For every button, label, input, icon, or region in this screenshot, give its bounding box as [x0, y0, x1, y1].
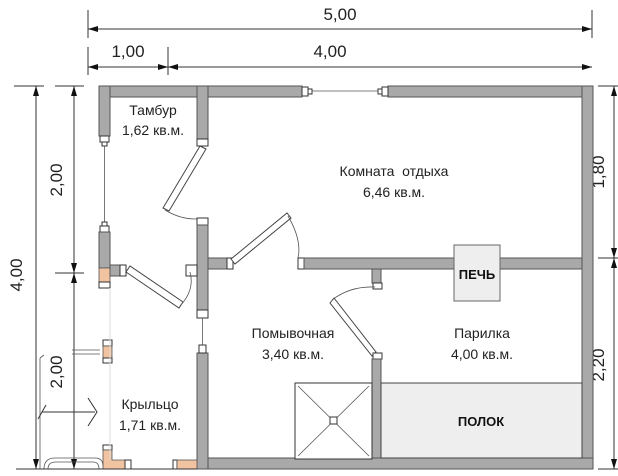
door-tambur-rest[interactable] — [162, 145, 207, 220]
wall-wash-steam-bottom — [371, 358, 382, 459]
wall-rest-wash-left — [207, 257, 228, 270]
room-area: 1,71 кв.м. — [119, 417, 181, 433]
wall-right — [581, 85, 594, 470]
room-name: Парилка — [454, 325, 510, 341]
window-left-tambur — [99, 135, 110, 233]
dimension-right-lower: 2,20 — [589, 258, 618, 470]
dim-label-left-lower: 2,00 — [47, 355, 66, 388]
room-area: 4,00 кв.м. — [451, 346, 513, 362]
porch-post-bottom-right — [172, 459, 198, 470]
wall-stub — [109, 264, 121, 277]
post — [98, 267, 111, 283]
dim-label-right-upper: 1,80 — [589, 155, 608, 188]
wall-rest-wash-right — [303, 257, 455, 270]
dimension-top-right: 4,00 — [168, 42, 592, 70]
wall-left-tambur-bottom — [98, 231, 111, 269]
room-name: Комната отдыха — [340, 163, 449, 179]
dim-label-top-right: 4,00 — [313, 42, 346, 61]
porch-post-bottom-left — [102, 444, 132, 470]
door-tambur-porch[interactable] — [125, 265, 192, 309]
wall-bottom — [196, 457, 594, 470]
wall-top-right — [387, 85, 594, 98]
room-area: 6,46 кв.м. — [363, 184, 425, 200]
window-top — [301, 86, 389, 97]
room-area: 1,62 кв.м. — [122, 122, 184, 138]
room-steam: Парилка 4,00 кв.м. — [451, 325, 513, 362]
door-wash-steam[interactable] — [329, 286, 377, 357]
room-name: Тамбур — [129, 102, 177, 118]
shower-tray — [294, 382, 373, 460]
room-porch: Крыльцо 1,71 кв.м. — [119, 396, 181, 433]
wall-rest-steam — [499, 257, 583, 270]
room-name: Крыльцо — [121, 396, 178, 412]
dim-label-top-left: 1,00 — [111, 42, 144, 61]
dimension-top-left: 1,00 — [87, 42, 169, 75]
dim-label-top-total: 5,00 — [323, 5, 356, 24]
room-tambur: Тамбур 1,62 кв.м. — [122, 102, 184, 138]
bench-label: ПОЛОК — [458, 414, 504, 429]
wall-left-tambur-top — [98, 85, 111, 137]
dimension-left-upper: 2,00 — [47, 85, 84, 274]
stove-label: ПЕЧЬ — [459, 267, 496, 282]
bench: ПОЛОК — [380, 382, 583, 459]
door-rest-wash[interactable] — [230, 212, 300, 265]
dim-label-left-upper: 2,00 — [47, 163, 66, 196]
porch-post-middle — [72, 339, 113, 364]
wall-partition-middle — [196, 224, 209, 311]
dimension-left-lower: 2,00 — [47, 273, 77, 469]
porch-step — [43, 457, 104, 470]
stove: ПЕЧЬ — [453, 244, 501, 302]
room-wash: Помывочная 3,40 кв.м. — [252, 325, 335, 362]
room-area: 3,40 кв.м. — [262, 346, 324, 362]
entrance-arrow-icon — [37, 397, 98, 427]
room-rest: Комната отдыха 6,46 кв.м. — [340, 163, 449, 200]
wall-wash-steam-top — [371, 268, 382, 284]
dim-label-right-lower: 2,20 — [589, 348, 608, 381]
dim-label-left-total: 4,00 — [7, 258, 26, 291]
wall-porch-side — [196, 352, 209, 470]
wall-partition-upper — [196, 85, 209, 140]
dimension-top-total: 5,00 — [87, 5, 593, 38]
room-name: Помывочная — [252, 325, 335, 341]
